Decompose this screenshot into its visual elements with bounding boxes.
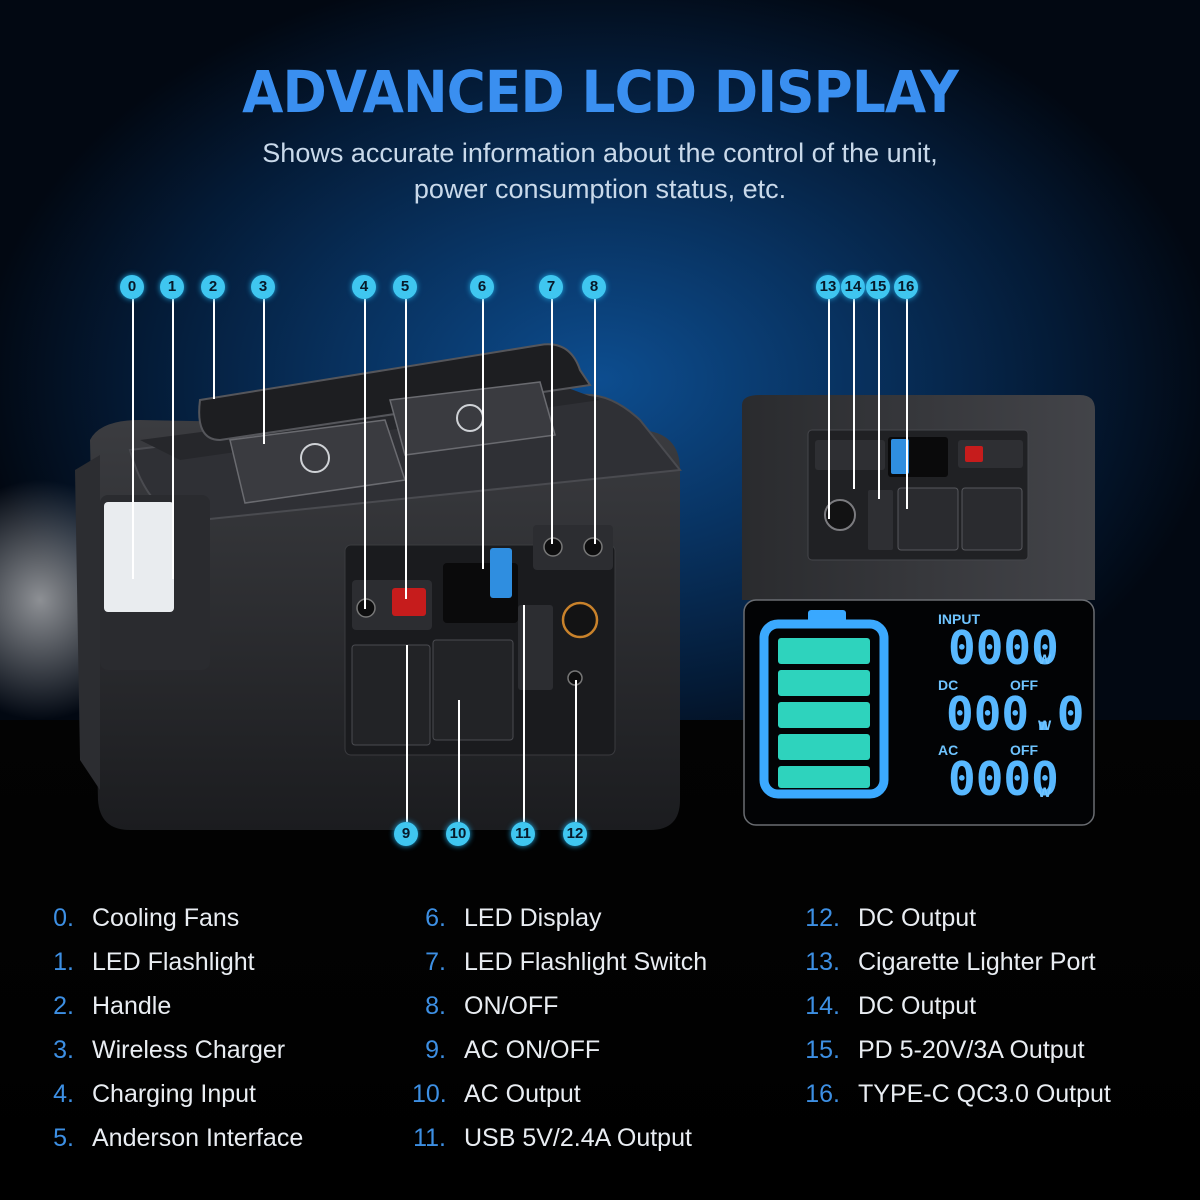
callout-0: 0 [120,275,144,299]
secondary-unit [742,395,1095,600]
leader-1 [172,299,174,579]
callout-13: 13 [816,275,840,299]
lcd-ac-label: AC [938,742,958,758]
lcd-dc-value: 000.0 [946,687,1084,741]
legend-item: 12.DC Output [805,904,977,932]
legend-item: 8.ON/OFF [425,992,559,1020]
lcd-input-unit: W [1038,651,1052,667]
callout-15: 15 [866,275,890,299]
callout-3: 3 [251,275,275,299]
lcd-zoom-panel: INPUT 0000 W DC OFF 000.0 W AC OFF 0000 … [743,599,1095,826]
callout-1: 1 [160,275,184,299]
charging-input-port [356,598,376,618]
leader-4 [364,299,366,609]
callout-2: 2 [201,275,225,299]
lcd-input-value: 0000 [948,621,1059,675]
leader-13 [828,299,830,519]
battery-bar-3 [778,702,870,728]
legend-item: 6.LED Display [425,904,602,932]
leader-15 [878,299,880,499]
legend-item: 11.USB 5V/2.4A Output [413,1124,692,1152]
leader-6 [482,299,484,569]
legend-column-1: 0.Cooling Fans 1.LED Flashlight 2.Handle… [50,904,303,1168]
callout-11: 11 [511,822,535,846]
subtitle-line-2: power consumption status, etc. [413,174,787,204]
leader-11 [523,605,525,822]
callout-7: 7 [539,275,563,299]
leader-7 [551,299,553,544]
legend-item: 16.TYPE-C QC3.0 Output [805,1080,1111,1108]
leader-3 [263,299,265,444]
battery-bar-4 [778,734,870,760]
leader-9 [406,645,408,822]
callout-4: 4 [352,275,376,299]
leader-16 [906,299,908,509]
lcd-ac-value: 0000 [948,752,1059,806]
led-flashlight-panel [104,502,174,612]
legend-item: 3.Wireless Charger [53,1036,286,1064]
legend-item: 10.AC Output [412,1080,581,1108]
lcd-input-label: INPUT [938,611,980,627]
battery-bar-1 [778,638,870,664]
legend-item: 9.AC ON/OFF [425,1036,601,1064]
main-unit [75,343,682,830]
cigarette-port [561,601,599,639]
legend-item: 4.Charging Input [53,1080,257,1108]
page-subtitle: Shows accurate information about the con… [200,135,1000,207]
legend-item: 1.LED Flashlight [53,948,255,976]
page-title: ADVANCED LCD DISPLAY [242,58,959,126]
leader-10 [458,700,460,822]
battery-bar-2 [778,670,870,696]
lcd-dc-label: DC [938,677,958,693]
anderson-port [392,588,426,616]
leader-12 [575,680,577,822]
callout-16: 16 [894,275,918,299]
legend-item: 14.DC Output [805,992,977,1020]
wireless-charger-pad-2 [389,381,556,456]
callout-12: 12 [563,822,587,846]
battery-bar-5 [778,766,870,788]
callout-6: 6 [470,275,494,299]
lcd-ac-unit: W [1038,784,1052,800]
leader-5 [405,299,407,599]
callout-8: 8 [582,275,606,299]
callout-10: 10 [446,822,470,846]
legend-item: 2.Handle [53,992,172,1020]
lcd-dc-unit: W [1038,717,1052,733]
callout-14: 14 [841,275,865,299]
legend-item: 0.Cooling Fans [53,904,240,932]
subtitle-line-1: Shows accurate information about the con… [262,138,938,168]
leader-8 [594,299,596,544]
leader-0 [132,299,134,579]
legend-column-2: 6.LED Display 7.LED Flashlight Switch 8.… [412,904,707,1168]
legend-item: 5.Anderson Interface [53,1124,304,1152]
leader-2 [213,299,215,399]
leader-14 [853,299,855,489]
lcd-ac-state: OFF [1010,742,1038,758]
callout-9: 9 [394,822,418,846]
battery-icon [759,610,889,799]
callout-5: 5 [393,275,417,299]
lcd-dc-state: OFF [1010,677,1038,693]
legend-column-3: 12.DC Output 13.Cigarette Lighter Port 1… [804,904,1111,1124]
legend-item: 7.LED Flashlight Switch [425,948,708,976]
legend-item: 15.PD 5-20V/3A Output [805,1036,1085,1064]
legend-item: 13.Cigarette Lighter Port [805,948,1096,976]
